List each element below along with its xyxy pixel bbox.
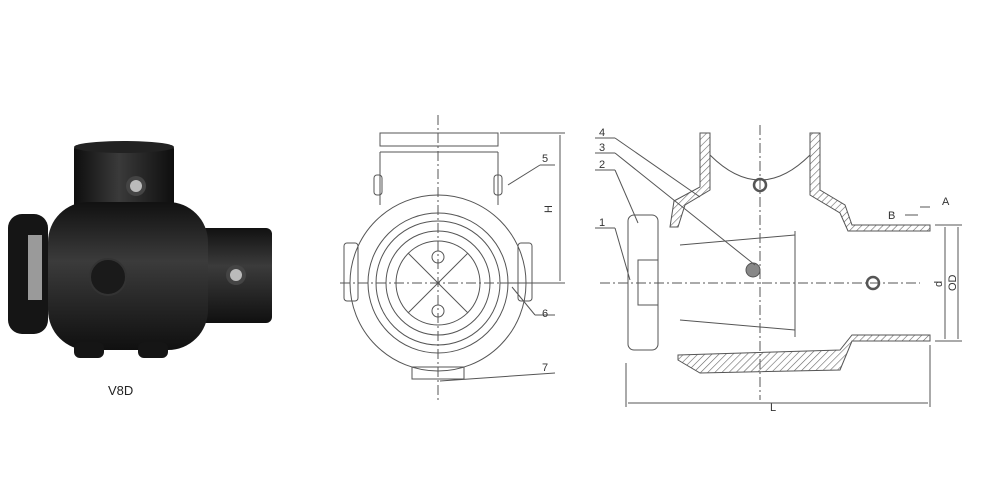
dim-OD: OD (947, 274, 959, 291)
callout-1: 1 (599, 217, 605, 229)
dim-H: H (543, 205, 555, 213)
callout-3: 3 (599, 142, 605, 154)
dim-A: A (942, 196, 950, 208)
valve-photo-icon (8, 141, 272, 358)
section-view-drawing: 4 3 2 1 A B d OD L (590, 115, 970, 415)
callout-4: 4 (599, 127, 605, 139)
dim-d: d (933, 281, 945, 287)
model-label: V8D (108, 383, 134, 398)
front-view-drawing: 5 6 7 H (340, 115, 580, 400)
callout-7: 7 (542, 362, 548, 374)
callout-2: 2 (599, 159, 605, 171)
callout-6: 6 (542, 308, 548, 320)
product-photo (0, 120, 300, 410)
dim-L: L (770, 402, 776, 414)
dim-B: B (888, 210, 895, 222)
callout-5: 5 (542, 153, 548, 165)
